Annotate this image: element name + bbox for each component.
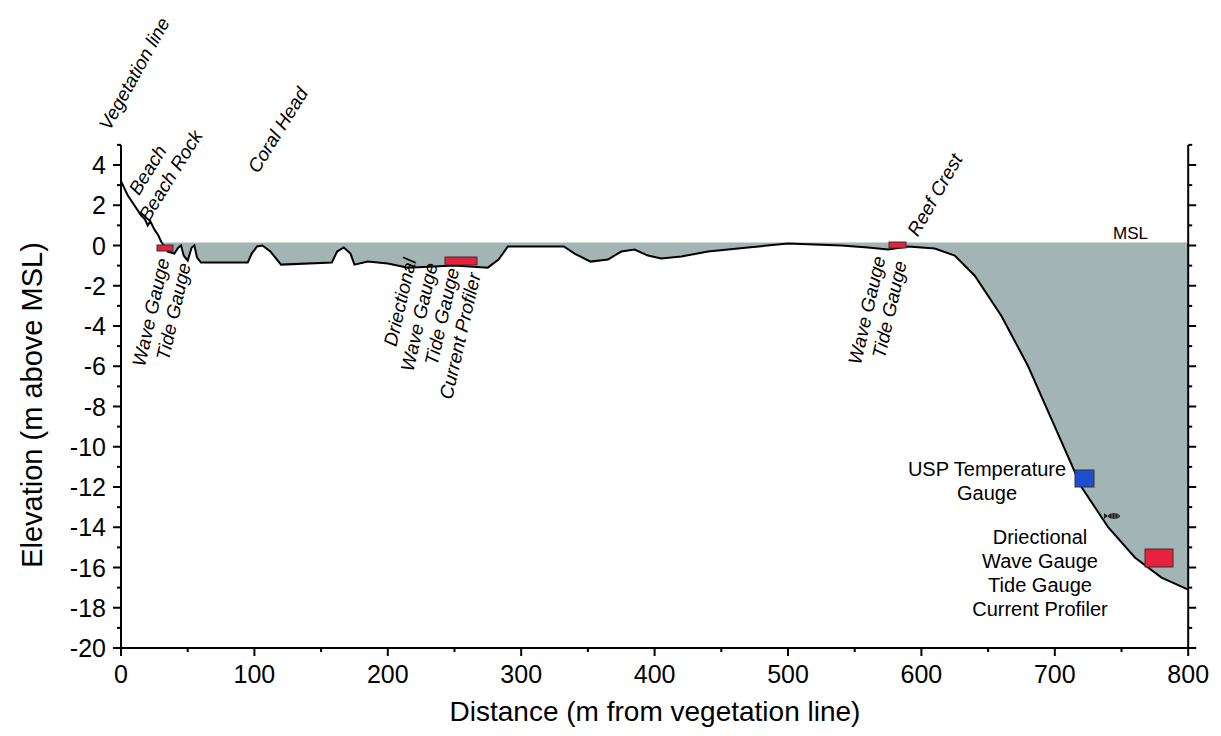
directional-gauge-box [1145, 549, 1173, 567]
temperature-gauge-box [1075, 470, 1094, 487]
tick-label: -6 [84, 352, 106, 380]
instrument-label: Wave Gauge Tide Gauge [126, 256, 196, 383]
tick-label: -20 [70, 634, 106, 662]
tick-label: 300 [481, 660, 561, 688]
tick-label: -12 [70, 473, 106, 501]
tick-label: 800 [1148, 660, 1221, 688]
annotation-label: Vegetation line [95, 14, 175, 134]
annotation-label: Coral Head [243, 84, 312, 177]
tick-label: -4 [84, 312, 106, 340]
tick-label: -10 [70, 433, 106, 461]
instrument-label: Wave Gauge Tide Gauge [842, 254, 912, 381]
tick-label: -8 [84, 393, 106, 421]
tick-label: 0 [92, 232, 106, 260]
tick-label: -2 [84, 272, 106, 300]
instrument-label: Driectional Wave Gauge Tide Gauge Curren… [370, 256, 486, 407]
tick-label: -14 [70, 513, 106, 541]
instrument-label: USP Temperature Gauge [900, 457, 1075, 505]
axes [113, 145, 1196, 656]
axis-title: Distance (m from vegetation line) [335, 697, 975, 728]
msl-label: MSL [1113, 224, 1148, 244]
wave-gauge-box [157, 245, 173, 251]
axis-title: Elevation (m above MSL) [15, 195, 49, 615]
annotation-label: Reef Crest [903, 150, 967, 240]
tick-label: 200 [348, 660, 428, 688]
tick-label: 0 [81, 660, 161, 688]
tick-label: 600 [881, 660, 961, 688]
tick-label: 700 [1015, 660, 1095, 688]
tick-label: 4 [92, 151, 106, 179]
tick-label: 500 [748, 660, 828, 688]
tick-label: 2 [92, 191, 106, 219]
tick-label: -16 [70, 554, 106, 582]
tick-label: 100 [214, 660, 294, 688]
instrument-label: Driectional Wave Gauge Tide Gauge Curren… [968, 525, 1113, 621]
wave-gauge-box [889, 242, 906, 248]
tick-label: 400 [615, 660, 695, 688]
directional-gauge-box [445, 257, 477, 265]
tick-label: -18 [70, 594, 106, 622]
fish-icon [1104, 513, 1120, 519]
